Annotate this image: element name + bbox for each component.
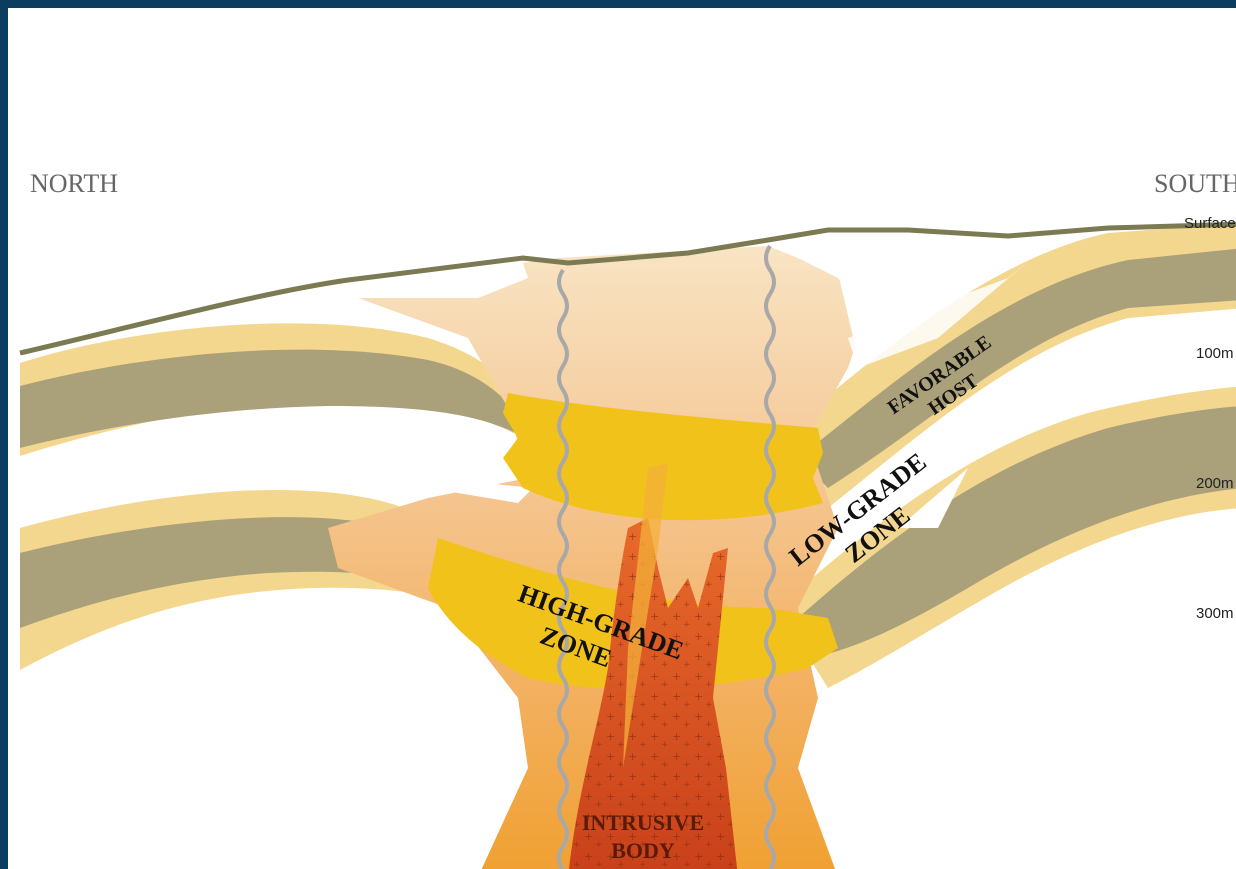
depth-label-200m: 200m	[1196, 475, 1234, 492]
north-label: NORTH	[30, 169, 118, 198]
depth-label-300m: 300m	[1196, 605, 1234, 622]
intrusive-label-line2: BODY	[611, 838, 675, 863]
cross-section-diagram: + + NORTH SOUTH Surface 100m 200m 300m F…	[8, 8, 1236, 869]
south-label: SOUTH	[1154, 169, 1236, 198]
intrusive-label-line1: INTRUSIVE	[582, 810, 704, 835]
depth-label-100m: 100m	[1196, 345, 1234, 362]
depth-label-surface: Surface	[1184, 215, 1236, 232]
